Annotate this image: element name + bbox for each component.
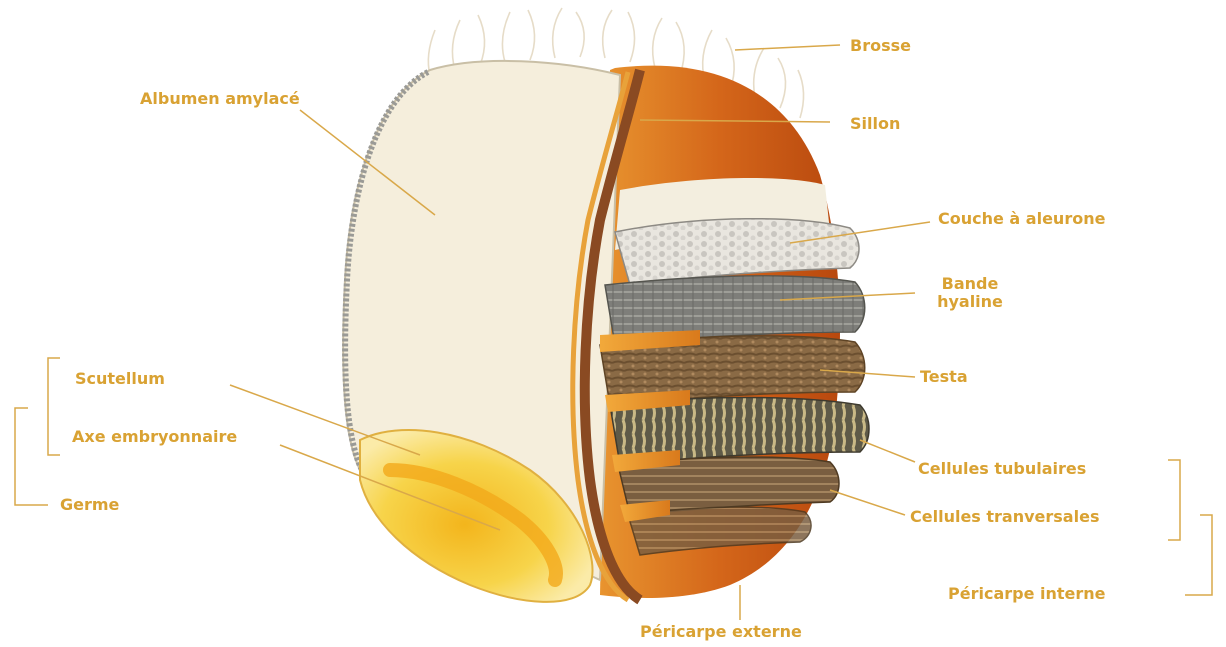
label-scutellum: Scutellum <box>75 370 165 388</box>
label-bande-hyaline: Bande hyaline <box>925 275 1015 311</box>
label-germe: Germe <box>60 496 119 514</box>
label-cellules-transversales: Cellules tranversales <box>910 508 1099 526</box>
label-aleurone: Couche à aleurone <box>938 210 1105 228</box>
label-testa: Testa <box>920 368 968 386</box>
label-brosse: Brosse <box>850 37 911 55</box>
label-axe-embryonnaire: Axe embryonnaire <box>72 428 237 446</box>
label-pericarpe-externe: Péricarpe externe <box>640 623 802 641</box>
label-pericarpe-interne: Péricarpe interne <box>948 585 1106 603</box>
label-albumen: Albumen amylacé <box>140 90 300 108</box>
label-sillon: Sillon <box>850 115 900 133</box>
label-bande-line1: Bande <box>925 275 1015 293</box>
label-cellules-tubulaires: Cellules tubulaires <box>918 460 1086 478</box>
label-bande-line2: hyaline <box>925 293 1015 311</box>
